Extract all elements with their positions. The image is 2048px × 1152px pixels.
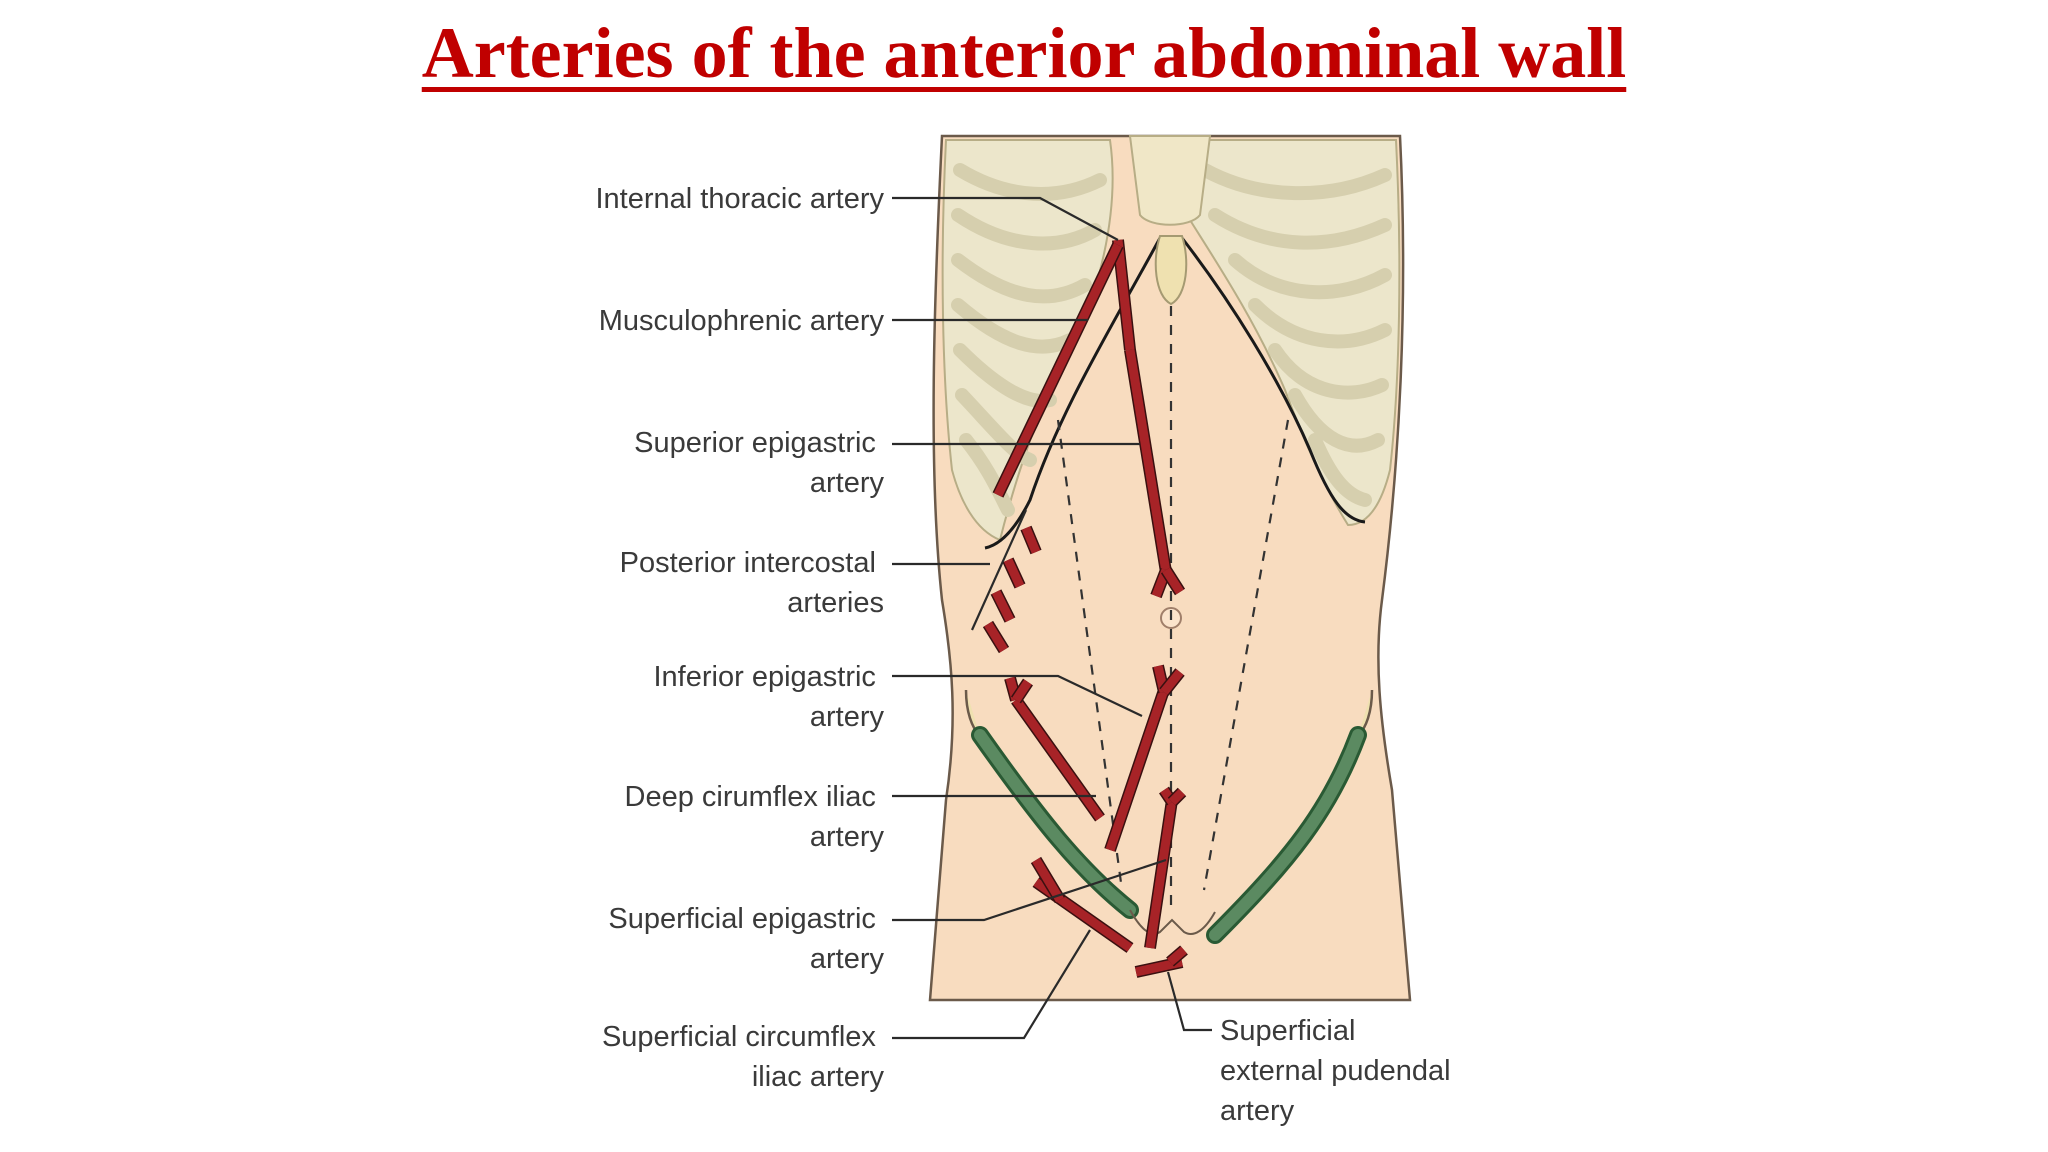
inferior-epigastric-artery-shape [1104,664,1185,852]
rib-cage-left [941,139,1114,542]
xiphoid-process [1154,235,1188,306]
leader-superficial-external-pudendal [1166,971,1212,1032]
sternum [1128,135,1212,226]
leader-superficial-circumflex-iliac [892,929,1091,1040]
page-title: Arteries of the anterior abdominal wall [421,13,1627,93]
label-musculophrenic-artery: Musculophrenic artery [599,305,885,337]
rib-cage-right [1189,139,1401,527]
bracket-posterior-intercostal [970,509,1028,631]
left-semilunar-line [1056,419,1124,891]
posterior-intercostal-arteries-shape [982,525,1042,654]
pubic-region [1129,909,1216,935]
label-superficial-circumflex-iliac-artery: Superficial circumflex iliac artery [602,1021,885,1093]
leader-internal-thoracic [892,196,1119,241]
deep-circumflex-iliac-artery-shape [1004,676,1105,822]
musculophrenic-artery-shape [992,242,1124,498]
internal-thoracic-artery-shape [1112,239,1136,351]
superficial-epigastric-artery-shape [1144,786,1187,949]
label-posterior-intercostal-arteries: Posterior intercostal arteries [620,547,884,619]
label-deep-circumflex-iliac-artery: Deep cirumflex iliac artery [625,781,885,853]
right-semilunar-line [1202,419,1290,891]
leader-inferior-epigastric [892,674,1143,717]
label-superficial-external-pudendal-artery: Superficial external pudendal artery [1220,1015,1459,1127]
superficial-external-pudendal-artery-shape [1134,945,1188,978]
superior-epigastric-artery-shape [1124,349,1186,599]
leader-superficial-epigastric [892,858,1167,922]
superficial-circumflex-iliac-artery-shape [1030,856,1134,953]
label-inferior-epigastric-artery: Inferior epigastric artery [654,661,885,733]
label-internal-thoracic-artery: Internal thoracic artery [595,183,884,215]
costal-margin-right [1180,237,1366,524]
label-superficial-epigastric-artery: Superficial epigastric artery [608,903,884,975]
label-superior-epigastric-artery: Superior epigastric artery [634,427,884,499]
